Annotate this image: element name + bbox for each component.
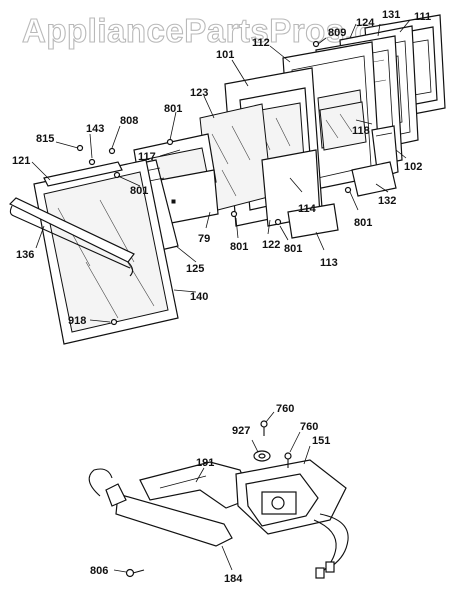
label-117: 117 — [138, 151, 156, 163]
label-118: 118 — [352, 125, 370, 137]
label-760-a: 760 — [276, 403, 294, 415]
label-809: 809 — [328, 27, 346, 39]
label-114: 114 — [298, 203, 317, 215]
label-122: 122 — [262, 239, 280, 251]
label-927: 927 — [232, 425, 250, 437]
label-184: 184 — [224, 573, 243, 585]
label-808: 808 — [120, 115, 138, 127]
part-132-hinge-trim — [351, 161, 397, 197]
leader-lines — [31, 19, 411, 573]
label-111: 111 — [414, 11, 431, 23]
label-918: 918 — [68, 315, 86, 327]
label-760-b: 760 — [300, 421, 318, 433]
label-191: 191 — [196, 457, 214, 469]
part-118-glass — [319, 101, 367, 151]
label-113: 113 — [320, 257, 338, 269]
label-121: 121 — [12, 155, 30, 167]
label-101: 101 — [216, 49, 234, 61]
label-815: 815 — [36, 133, 54, 145]
label-123: 123 — [190, 87, 208, 99]
label-801-b: 801 — [130, 185, 148, 197]
label-125: 125 — [186, 263, 204, 275]
label-806: 806 — [90, 565, 108, 577]
label-124: 124 — [356, 17, 375, 29]
callout-labels: 111 131 124 809 112 101 123 801 117 808 … — [12, 9, 431, 585]
part-136-handle — [8, 197, 135, 277]
label-131: 131 — [382, 9, 400, 21]
watermark: AppliancePartsPros.com — [22, 12, 424, 49]
label-801-d: 801 — [230, 241, 248, 253]
screws — [76, 40, 352, 326]
label-140: 140 — [190, 291, 208, 303]
label-102: 102 — [404, 161, 422, 173]
label-143: 143 — [86, 123, 104, 135]
label-801-e: 801 — [284, 243, 302, 255]
part-140-outer-door — [33, 159, 179, 345]
label-79: 79 — [198, 233, 210, 245]
latch-assembly — [88, 420, 349, 579]
label-136: 136 — [16, 249, 34, 261]
part-121-trim — [43, 161, 123, 187]
label-801-c: 801 — [354, 217, 372, 229]
label-801-a: 801 — [164, 103, 182, 115]
part-113-bracket — [287, 203, 339, 239]
label-112: 112 — [252, 37, 270, 49]
label-151: 151 — [312, 435, 330, 447]
label-132: 132 — [378, 195, 396, 207]
